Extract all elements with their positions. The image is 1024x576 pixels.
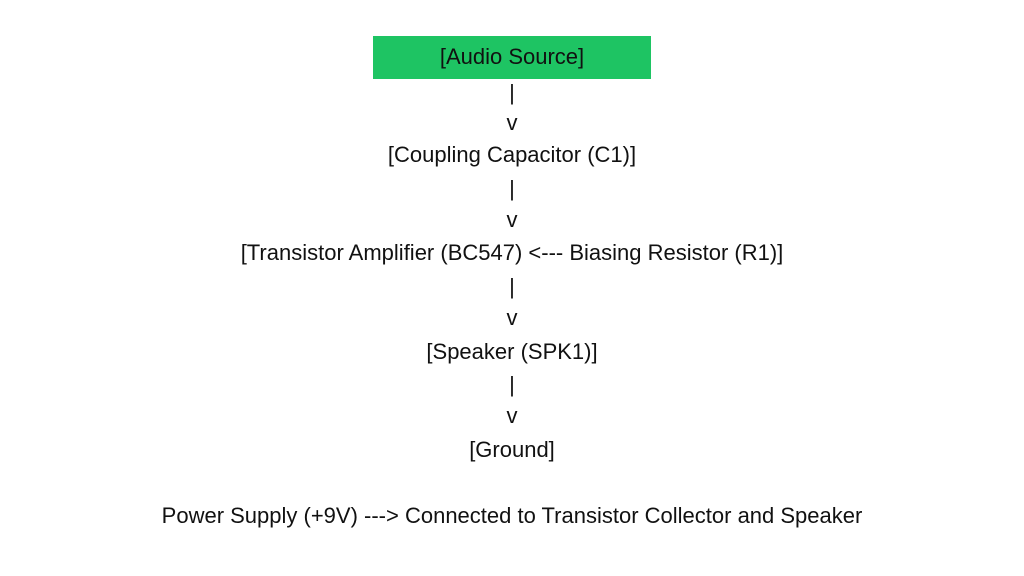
connector-bar-3: | <box>509 274 515 299</box>
connector-bar-4: | <box>509 372 515 397</box>
power-supply-note: Power Supply (+9V) ---> Connected to Tra… <box>161 503 863 528</box>
connector-bar-2: | <box>509 176 515 201</box>
coupling-capacitor-node: [Coupling Capacitor (C1)] <box>387 142 637 167</box>
transistor-amplifier-node: [Transistor Amplifier (BC547) <--- Biasi… <box>240 240 784 265</box>
connector-arrow-1: v <box>506 110 518 135</box>
connector-arrow-3: v <box>506 305 518 330</box>
speaker-node: [Speaker (SPK1)] <box>426 339 598 364</box>
connector-arrow-4: v <box>506 403 518 428</box>
connector-bar-1: | <box>509 80 515 105</box>
audio-source-highlight <box>373 36 651 79</box>
connector-arrow-2: v <box>506 207 518 232</box>
ground-node: [Ground] <box>469 437 555 462</box>
audio-source-node: [Audio Source] <box>439 44 585 69</box>
